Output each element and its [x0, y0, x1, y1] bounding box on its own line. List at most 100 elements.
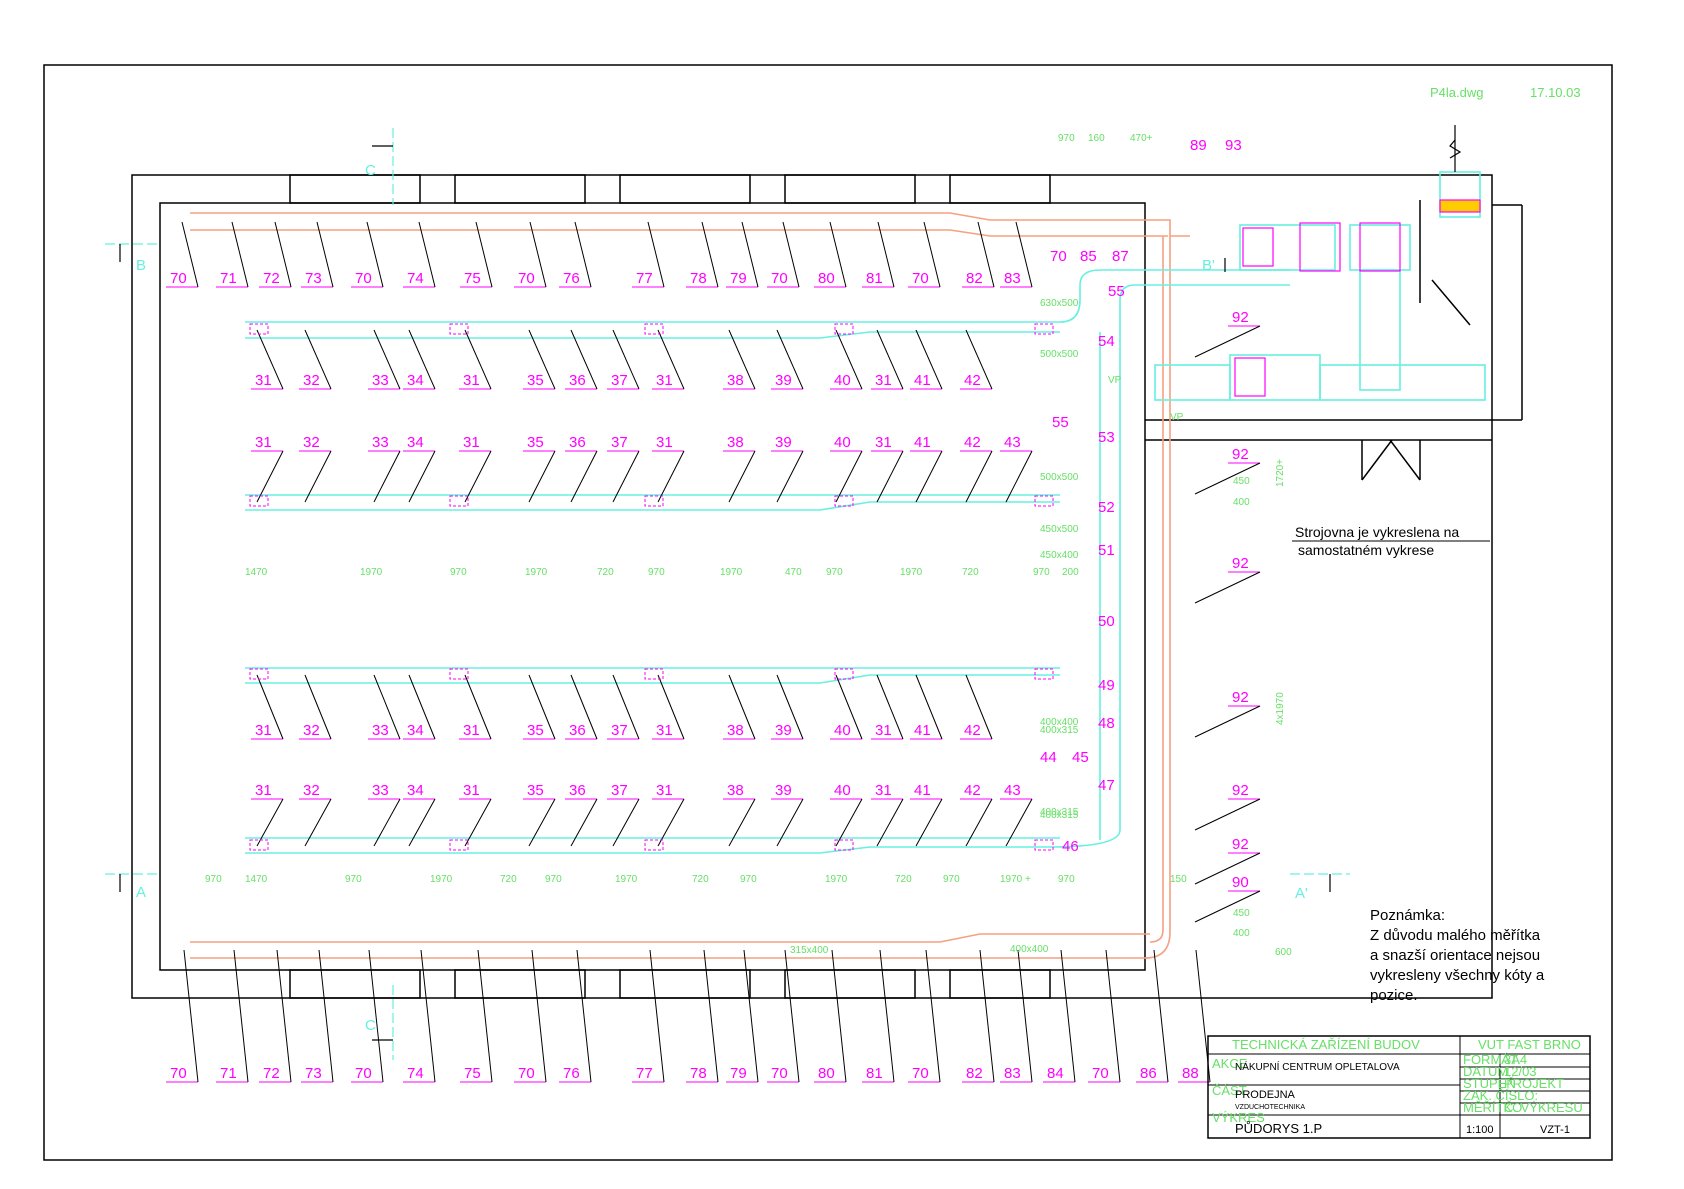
- top-label-12-leader: [782, 221, 800, 288]
- tb-stage-label: STUPEŇ: [1463, 1076, 1516, 1091]
- grille-0: [249, 495, 269, 507]
- grille-2: [644, 839, 664, 851]
- branch3-label-7: 37: [611, 722, 628, 739]
- upper-dim-3: 1970: [525, 567, 548, 578]
- bottom-label-7: 70: [518, 1065, 535, 1082]
- top-label-4-leader: [366, 221, 384, 288]
- upper-dim-1: 1970: [360, 567, 383, 578]
- small-dim-5: 150: [1170, 874, 1187, 885]
- branch4-label-14-leader: [965, 798, 993, 847]
- lower-dim-2: 970: [345, 874, 362, 885]
- branch1-label-5: 35: [527, 372, 544, 389]
- branch2-label-2: 33: [372, 434, 389, 451]
- riser-label-0: 55: [1108, 283, 1125, 300]
- riser-label-9: 47: [1098, 777, 1115, 794]
- exhaust-label-4-leader: [1194, 798, 1261, 831]
- bottom-label-0-leader: [183, 949, 199, 1083]
- branch2-label-14-leader: [965, 450, 993, 503]
- exhaust-label-4: 92: [1232, 782, 1249, 799]
- duct-size-4: 450x400: [1040, 550, 1079, 561]
- bottom-label-17-leader: [1017, 949, 1033, 1083]
- bottom-label-9-leader: [649, 949, 665, 1083]
- branch4-label-13: 41: [914, 782, 931, 799]
- branch1-label-5-leader: [528, 329, 556, 390]
- branch3-label-6: 36: [569, 722, 586, 739]
- bottom-label-3-leader: [318, 949, 334, 1083]
- duct-size-9: 315x400: [790, 945, 829, 956]
- branch2-label-6: 36: [569, 434, 586, 451]
- note-line-4: pozice.: [1370, 987, 1418, 1004]
- branch4-label-5: 35: [527, 782, 544, 799]
- branch4-label-5-leader: [528, 798, 556, 847]
- branch3-label-13: 41: [914, 722, 931, 739]
- branch3-label-9-leader: [728, 674, 756, 740]
- duct-size-5: 400x315: [1040, 807, 1079, 818]
- top-label-1-leader: [231, 221, 249, 288]
- tr-label-3: 89: [1190, 137, 1207, 154]
- tr-label-2: 87: [1112, 248, 1129, 265]
- branch3-label-0: 31: [255, 722, 272, 739]
- branch3-label-3: 34: [407, 722, 424, 739]
- file-date: 17.10.03: [1530, 85, 1581, 100]
- upper-dim-11: 970: [1033, 567, 1050, 578]
- branch2-label-4-leader: [464, 450, 492, 503]
- grille-3: [834, 323, 854, 335]
- branch4-label-4-leader: [464, 798, 492, 847]
- air-handling-unit: [1234, 125, 1481, 397]
- upper-dim-9: 1970: [900, 567, 923, 578]
- top-label-3-leader: [316, 221, 334, 288]
- branch3-label-12-leader: [876, 674, 904, 740]
- branch4-label-6-leader: [570, 798, 598, 847]
- exhaust-label-1-leader: [1194, 462, 1261, 495]
- branch1-label-14: 42: [964, 372, 981, 389]
- branch4-label-10-leader: [776, 798, 804, 847]
- branch2-label-14: 42: [964, 434, 981, 451]
- section-a2-label: A': [1295, 885, 1308, 902]
- branch4-label-0: 31: [255, 782, 272, 799]
- exhaust-label-0: 92: [1232, 309, 1249, 326]
- branch1-label-13: 41: [914, 372, 931, 389]
- branch1-label-1-leader: [304, 329, 332, 390]
- grille-4: [1034, 495, 1054, 507]
- branch3-label-8-leader: [657, 674, 685, 740]
- branch2-label-3-leader: [408, 450, 436, 503]
- small-dim-2: 450: [1233, 908, 1250, 919]
- bottom-label-8: 76: [563, 1065, 580, 1082]
- lower-dim-6: 1970: [615, 874, 638, 885]
- branch1-label-6: 36: [569, 372, 586, 389]
- tb-row-label-3: VÝKRES: [1212, 1110, 1265, 1125]
- grille-4: [1034, 668, 1054, 680]
- branch1-label-11: 40: [834, 372, 851, 389]
- branch4-label-14: 42: [964, 782, 981, 799]
- duct-size-8: 400x315: [1040, 810, 1079, 821]
- branch1-label-4-leader: [464, 329, 492, 390]
- top-label-1: 71: [220, 270, 237, 287]
- branch2-label-4: 31: [463, 434, 480, 451]
- branch3-label-14-leader: [965, 674, 993, 740]
- branch4-label-12-leader: [876, 798, 904, 847]
- supply-duct: [245, 171, 1486, 854]
- lower-dim-0: 970: [205, 874, 222, 885]
- bottom-label-21: 88: [1182, 1065, 1199, 1082]
- branch3-label-5-leader: [528, 674, 556, 740]
- branch3-label-3-leader: [408, 674, 436, 740]
- branch1-label-4: 31: [463, 372, 480, 389]
- right-dim-0: 1720+: [1275, 459, 1286, 487]
- top-label-12: 70: [771, 270, 788, 287]
- branch1-label-12: 31: [875, 372, 892, 389]
- upper-dim-10: 720: [962, 567, 979, 578]
- lower-dim-12: 1970 +: [1000, 874, 1031, 885]
- branch2-label-9-leader: [728, 450, 756, 503]
- branch1-label-7-leader: [612, 329, 640, 390]
- branch4-label-11: 40: [834, 782, 851, 799]
- bottom-label-14-leader: [879, 949, 895, 1083]
- grille-1: [449, 839, 469, 851]
- branch4-label-13-leader: [915, 798, 943, 847]
- lower-dim-3: 1970: [430, 874, 453, 885]
- branch3-label-13-leader: [915, 674, 943, 740]
- small-dim-3: 400: [1233, 928, 1250, 939]
- top-label-7: 70: [518, 270, 535, 287]
- note-line-3: vykresleny všechny kóty a: [1370, 967, 1545, 984]
